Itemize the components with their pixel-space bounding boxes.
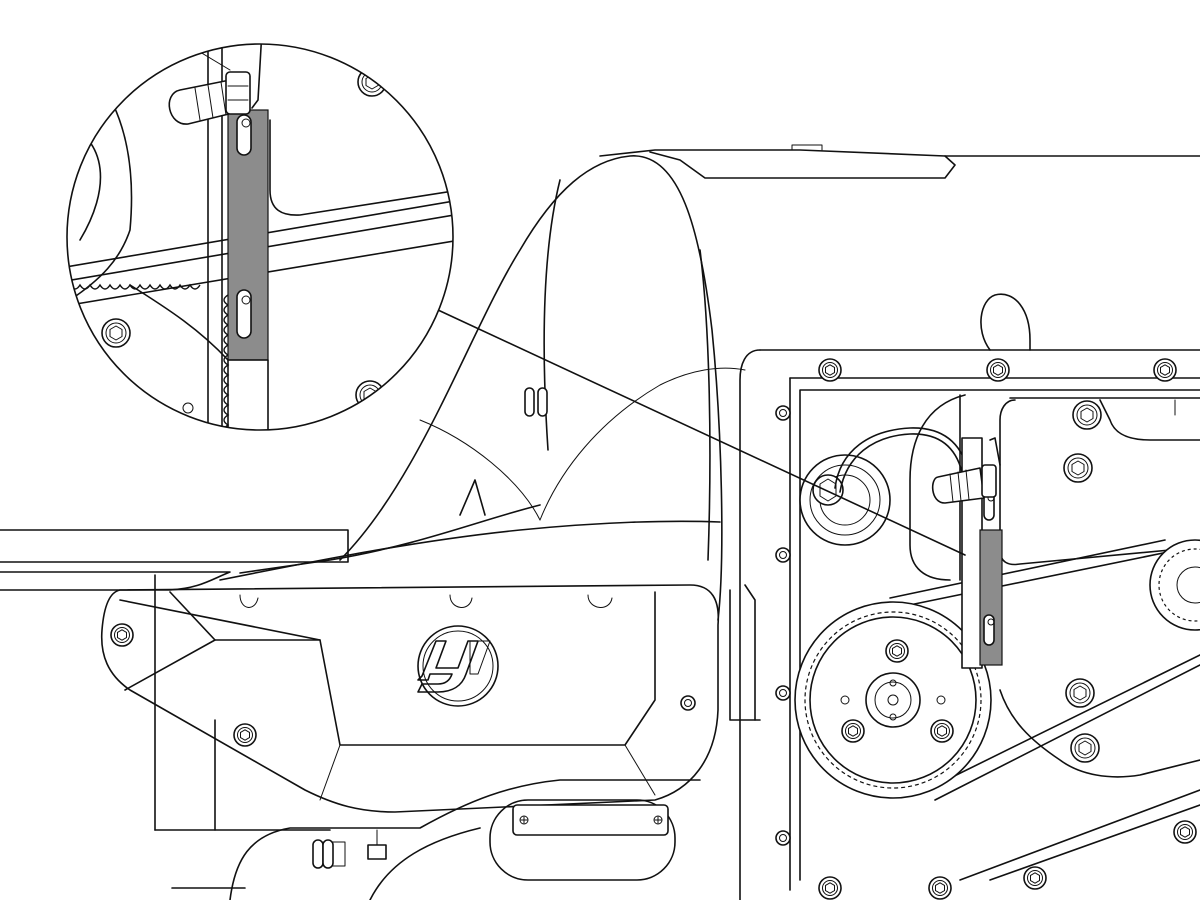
screw-icon — [775, 685, 791, 701]
hex-bolt-icon — [101, 318, 131, 348]
hex-bolt-icon — [1070, 733, 1100, 763]
right-panel — [729, 293, 1200, 900]
hex-bolt-icon — [110, 623, 134, 647]
callout-circle — [66, 43, 454, 431]
hex-bolt-icon — [818, 358, 842, 382]
hex-bolt-icon — [1063, 453, 1093, 483]
side-cover — [100, 584, 720, 813]
detail-callout — [66, 43, 454, 431]
callout-leader — [437, 309, 966, 556]
top-rail — [599, 144, 1200, 179]
hex-bolt-icon — [841, 719, 865, 743]
hex-bolt-icon — [1173, 820, 1197, 844]
hex-bolt-icon — [986, 358, 1010, 382]
belt-drive — [794, 539, 1200, 801]
screw-icon — [775, 830, 791, 846]
hex-bolt-icon — [233, 723, 257, 747]
plate-housing — [489, 799, 676, 881]
bottom-parts — [171, 779, 701, 900]
motor-pulley — [1149, 539, 1200, 631]
hex-bolt-icon — [930, 719, 954, 743]
hex-bolt-icon — [1072, 400, 1102, 430]
hex-bolt-icon — [928, 876, 952, 900]
hex-bolt-icon — [357, 67, 387, 97]
name-plate — [512, 804, 669, 836]
pin-icon — [537, 387, 548, 417]
screw-icon — [775, 547, 791, 563]
screw-icon — [775, 405, 791, 421]
screw-icon — [680, 695, 696, 711]
hex-bolt-icon — [1153, 358, 1177, 382]
sensor-icon — [168, 71, 251, 125]
sensor-icon — [931, 437, 1001, 504]
hex-bolt-icon — [1023, 866, 1047, 890]
hex-bolt-icon — [1065, 678, 1095, 708]
hex-bolt-icon — [818, 876, 842, 900]
hex-bolt-icon — [885, 639, 909, 663]
pin-icon — [524, 387, 535, 417]
brand-logo-icon — [417, 625, 499, 707]
